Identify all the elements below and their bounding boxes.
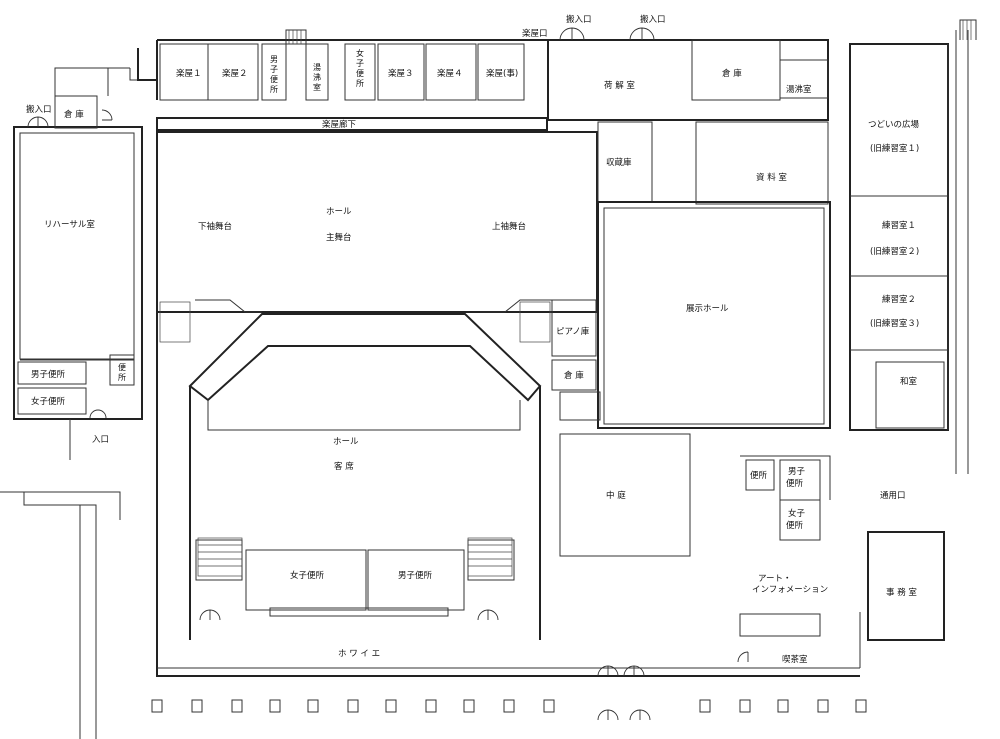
svg-text:室: 室 — [313, 82, 321, 92]
label-practice2-1: 練習室２ — [882, 294, 916, 305]
main-hall — [156, 131, 598, 640]
svg-text:所: 所 — [270, 84, 278, 94]
svg-text:便: 便 — [118, 362, 126, 372]
svg-text:子: 子 — [356, 59, 364, 68]
label-men-wc-left: 男子便所 — [31, 369, 66, 380]
label-men-wc-right: 男子 便所 — [786, 467, 806, 489]
practice-wing — [849, 19, 977, 474]
label-gakuya3: 楽屋３ — [388, 68, 414, 79]
label-practice1-2: (旧練習室２) — [870, 246, 919, 257]
label-practice1-1: 練習室１ — [882, 220, 916, 231]
svg-text:湯: 湯 — [313, 62, 321, 72]
label-rehearsal: リハーサル室 — [44, 219, 95, 230]
label-exhibition: 展示ホール — [686, 304, 729, 314]
label-cafe: 喫茶室 — [782, 654, 808, 665]
svg-text:男子: 男子 — [788, 467, 806, 477]
svg-text:沸: 沸 — [313, 72, 321, 82]
svg-text:女: 女 — [356, 48, 364, 58]
label-hall-seats-2: 客 席 — [334, 461, 354, 472]
foyer-columns — [151, 665, 867, 721]
stairs-right — [467, 537, 513, 577]
rehearsal-wing — [13, 67, 143, 460]
loading-area — [547, 27, 829, 121]
label-gakuya-corridor: 楽屋廊下 — [322, 119, 357, 130]
svg-text:便所: 便所 — [786, 520, 804, 531]
label-women-wc-top: 女 子 便 所 — [356, 48, 364, 88]
label-hannyu-top2: 搬入口 — [640, 14, 666, 25]
label-storage-mid: 倉 庫 — [564, 370, 584, 381]
label-men-wc-top: 男 子 便 所 — [270, 55, 278, 94]
label-yuwakashi: 湯 沸 室 — [313, 62, 321, 92]
label-kami-sodebutai: 上袖舞台 — [492, 221, 526, 232]
label-piano: ピアノ庫 — [556, 326, 590, 337]
label-wc-left: 便 所 — [118, 362, 126, 382]
label-courtyard: 中 庭 — [606, 490, 626, 501]
svg-text:便: 便 — [270, 74, 278, 84]
label-entrance: 入口 — [92, 435, 109, 445]
label-shiryo: 資 料 室 — [756, 172, 787, 183]
stairs-left — [197, 537, 243, 577]
service-block — [737, 455, 945, 668]
label-practice2-2: (旧練習室３) — [870, 318, 919, 329]
label-women-wc-right: 女子 便所 — [786, 508, 806, 531]
label-foyer: ホ ワ イ エ — [338, 649, 380, 659]
label-storage-top: 倉 庫 — [722, 68, 742, 79]
svg-text:子: 子 — [270, 65, 278, 74]
label-yuwakashi2: 湯沸室 — [786, 84, 812, 95]
room-labels: 楽屋１ 楽屋２ 男 子 便 所 湯 沸 室 女 子 便 所 楽屋３ 楽屋４ 楽屋… — [26, 14, 920, 665]
label-hall-stage-2: 主舞台 — [326, 232, 352, 243]
label-wc-right: 便所 — [750, 470, 768, 481]
label-storage-topleft: 倉 庫 — [64, 109, 84, 120]
label-tsuyoguchi: 通用口 — [880, 490, 906, 501]
svg-text:男: 男 — [270, 55, 278, 64]
svg-text:便所: 便所 — [786, 478, 804, 489]
label-gakuya2: 楽屋２ — [222, 68, 248, 79]
label-hannyu-left: 搬入口 — [26, 104, 52, 115]
label-women-wc-left: 女子便所 — [31, 396, 66, 407]
external-walkway — [0, 491, 121, 739]
label-art-info-2: インフォメーション — [752, 585, 828, 595]
label-gakuya-jimu: 楽屋(事) — [486, 68, 518, 79]
label-tsudoi-1: つどいの広場 — [868, 119, 920, 130]
main-outline — [137, 39, 860, 677]
label-nikai: 荷 解 室 — [604, 80, 635, 91]
label-gakuya1: 楽屋１ — [176, 68, 202, 79]
dressing-rooms — [159, 29, 525, 101]
label-hannyu-top1: 搬入口 — [566, 14, 592, 25]
svg-text:女子: 女子 — [788, 508, 806, 519]
svg-text:便: 便 — [356, 68, 364, 78]
label-women-wc-center: 女子便所 — [290, 570, 325, 581]
label-washitsu: 和室 — [900, 376, 918, 387]
label-men-wc-center: 男子便所 — [398, 570, 433, 581]
label-art-info-1: アート・ — [758, 574, 792, 584]
svg-text:所: 所 — [118, 372, 126, 382]
label-office: 事 務 室 — [886, 587, 917, 598]
storage-exhibition — [551, 121, 831, 429]
courtyard — [559, 433, 691, 557]
label-hall-stage-1: ホール — [326, 207, 352, 217]
label-shimo-sodebutai: 下袖舞台 — [198, 221, 232, 232]
label-shuzoko: 収蔵庫 — [606, 157, 632, 168]
label-hall-seats-1: ホール — [333, 437, 359, 447]
label-tsudoi-2: (旧練習室１) — [870, 143, 919, 154]
svg-text:所: 所 — [356, 78, 364, 88]
label-gakuya4: 楽屋４ — [437, 68, 463, 79]
label-gakuyaguchi: 楽屋口 — [522, 28, 548, 39]
